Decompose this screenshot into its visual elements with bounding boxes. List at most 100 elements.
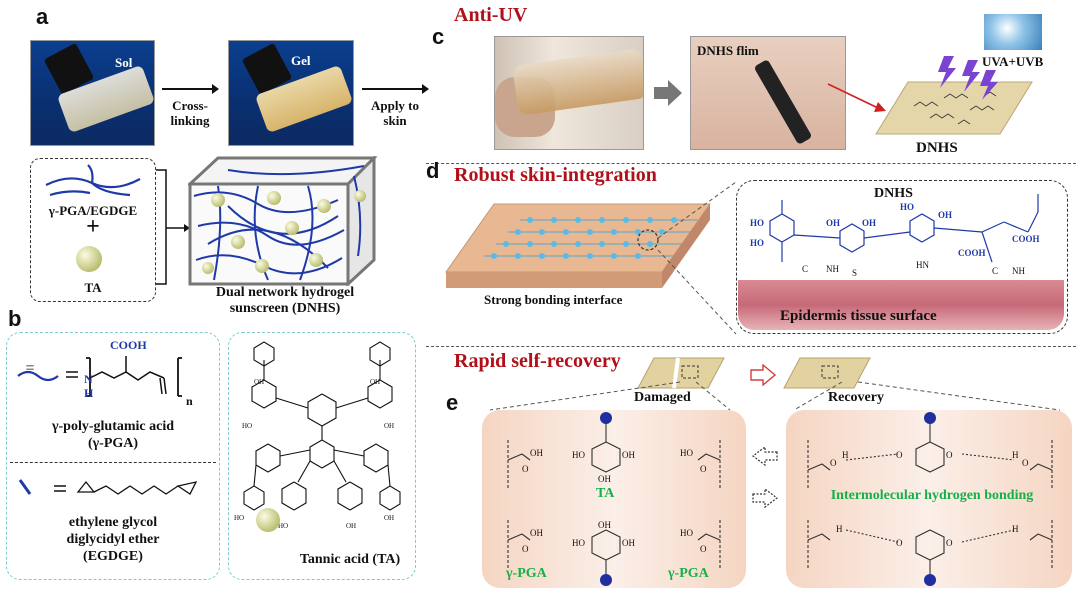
svg-text:O: O [522,464,529,474]
dnhs-film-sheet [875,81,1033,135]
panel-c-letter: c [432,24,445,49]
sol-label: Sol [115,55,133,70]
red-pointer-arrow [827,83,886,112]
svg-text:HO: HO [278,522,288,530]
epidermis-label: Epidermis tissue surface [780,308,937,324]
panel-d-letter: d [426,158,440,183]
svg-text:COOH: COOH [1012,234,1040,244]
recovered-sheet [783,357,871,389]
svg-text:HO: HO [900,202,914,212]
ta-sphere-icon [256,508,280,532]
svg-text:HO: HO [680,448,693,458]
tweezers [753,59,813,145]
svg-text:OH: OH [622,538,635,548]
svg-text:HO: HO [750,238,764,248]
svg-text:O: O [700,544,707,554]
svg-text:HO: HO [234,514,244,522]
cooh-label: COOH [110,338,147,352]
dnhs-label-d: DNHS [874,186,913,201]
h-label: H [84,386,94,400]
pga-name: γ-poly-glutamic acid (γ-PGA) [8,418,218,452]
svg-text:C: C [992,266,998,276]
pga-egdge-box [6,332,220,580]
svg-text:OH: OH [938,210,952,220]
svg-text:HO: HO [680,528,693,538]
pga-label-left: γ-PGA [506,566,547,581]
dnhs-caption-line1: Dual network hydrogel [215,285,355,300]
svg-text:H: H [1012,524,1019,534]
svg-text:O: O [896,538,903,548]
panel-e-letter: e [446,390,459,415]
gel-vial-photo: Gel [228,40,354,146]
svg-text:OH: OH [346,522,356,530]
svg-text:OH: OH [598,520,611,530]
svg-text:OH: OH [370,378,380,386]
egdge-name-line3: (EGDGE) [83,549,143,564]
crosslink-label-line1: Cross- [172,98,208,113]
damaged-box [482,410,746,588]
svg-text:OH: OH [384,422,394,430]
skin-patch-diagram [445,203,711,288]
ta-name: Tannic acid (TA) [299,552,401,567]
svg-text:O: O [1022,458,1029,468]
damaged-label: Damaged [634,390,691,405]
panel-a-letter: a [36,4,49,29]
skin-integration-title: Robust skin-integration [454,164,657,186]
apply-arrow [362,84,429,94]
n-label: N [84,372,93,386]
sol-vial-photo: Sol [30,40,155,146]
components-box [30,158,156,302]
recovery-arrow-icon [750,364,776,386]
film-piece [512,48,643,116]
svg-text:OH: OH [862,218,876,228]
hbond-label: Intermolecular hydrogen bonding [830,488,1034,503]
anti-uv-title: Anti-UV [454,4,528,26]
dnhs-label-c: DNHS [916,140,958,156]
apply-label: Apply to skin [360,98,430,128]
svg-text:NH: NH [826,264,839,274]
svg-text:O: O [946,538,953,548]
pga-divider [10,462,216,463]
pga-equals: = [25,360,35,377]
svg-text:OH: OH [622,450,635,460]
c-d-divider [426,163,1076,164]
epidermis-tissue [738,280,1064,330]
egdge-structure [18,479,198,495]
dnhs-caption: Dual network hydrogel sunscreen (DNHS) [180,285,390,317]
dual-network-cube [188,156,378,286]
dnhs-zoom-box [736,180,1068,334]
svg-text:HN: HN [916,260,929,270]
svg-text:O: O [896,450,903,460]
svg-text:NH: NH [1012,266,1025,276]
apply-label-line1: Apply to [370,98,420,113]
pga-structure [17,356,182,397]
svg-text:OH: OH [530,528,543,538]
left-arrow-icon [752,446,778,466]
svg-text:O: O [522,544,529,554]
panel-b-letter: b [8,306,22,331]
svg-text:OH: OH [254,378,264,386]
svg-text:O: O [830,458,837,468]
svg-text:H: H [836,524,843,534]
ta-structure-box [228,332,416,580]
right-arrow-icon [752,488,778,508]
pga-name-line1: γ-poly-glutamic acid [51,419,175,434]
crosslink-label: Cross- linking [160,98,220,128]
sun-icon [984,14,1042,50]
film-on-skin-photo [494,36,644,150]
bonding-interface-label: Strong bonding interface [484,292,623,307]
grey-arrow-icon [654,80,682,106]
svg-text:S: S [852,268,857,278]
e-zoom-lines [489,381,1061,411]
n-subscript: n [186,394,193,408]
recovery-label: Recovery [828,390,884,405]
svg-text:OH: OH [530,448,543,458]
dnhs-film-label: DNHS flim [697,43,759,58]
pga-name-line2: (γ-PGA) [87,436,139,451]
crosslink-arrow [162,84,219,94]
svg-text:O: O [946,450,953,460]
damaged-sheet [637,357,725,389]
